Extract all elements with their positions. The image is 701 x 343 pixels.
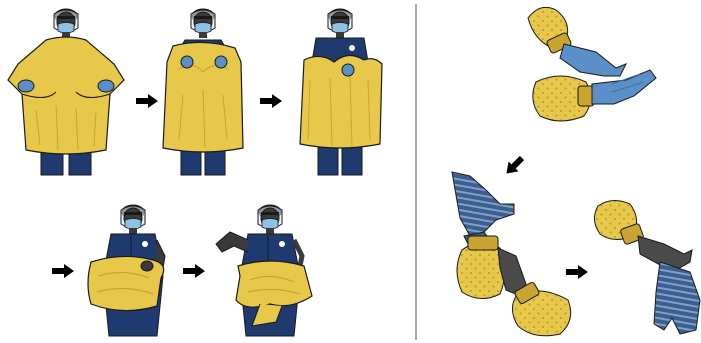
glove-step-3-figure — [594, 200, 700, 334]
arrow-icon — [136, 94, 158, 108]
gown-step-1-figure — [8, 9, 124, 175]
arrow-icon — [566, 265, 588, 279]
gown-step-4-figure — [88, 205, 165, 336]
arrow-icon — [501, 153, 526, 178]
gown-step-2-figure — [163, 9, 243, 175]
gown-step-3-figure — [300, 9, 382, 175]
glove-step-2-figure — [452, 172, 571, 336]
glove-step-1-figure — [528, 7, 656, 121]
arrow-icon — [183, 264, 205, 278]
arrow-icon — [260, 94, 282, 108]
arrow-icon — [52, 264, 74, 278]
gown-removal-panel — [8, 9, 382, 336]
glove-removal-panel — [452, 7, 700, 335]
gown-step-5-figure — [216, 205, 312, 336]
